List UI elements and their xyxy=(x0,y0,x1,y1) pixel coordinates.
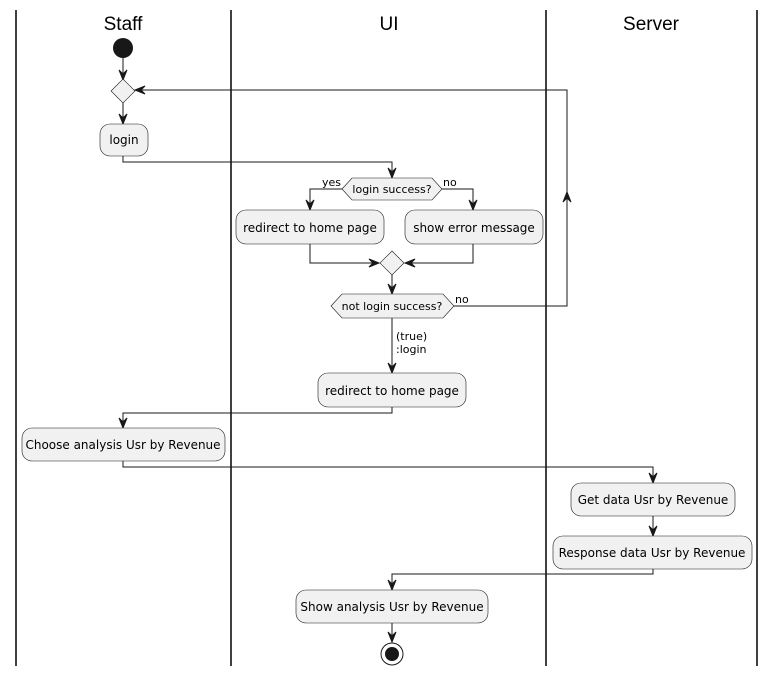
choose-analysis-label: Choose analysis Usr by Revenue xyxy=(25,438,220,452)
edge-label-yes: yes xyxy=(322,176,341,189)
lane-title-staff: Staff xyxy=(104,14,143,35)
lane-title-server: Server xyxy=(623,14,680,35)
start-node xyxy=(113,38,133,58)
login-success-label: login success? xyxy=(352,183,431,196)
response-data-label: Response data Usr by Revenue xyxy=(559,546,746,560)
not-login-success-label: not login success? xyxy=(342,300,443,313)
merge-diamond xyxy=(110,78,136,104)
end-node-inner xyxy=(385,647,399,661)
edge-label-no-1: no xyxy=(443,176,457,189)
get-data-label: Get data Usr by Revenue xyxy=(578,493,729,507)
merge-diamond-2 xyxy=(379,250,405,276)
show-error-label: show error message xyxy=(413,221,535,235)
edge-label-true: (true) xyxy=(396,330,427,343)
edge-label-login: :login xyxy=(396,343,427,356)
redirect-home-label-1: redirect to home page xyxy=(243,221,377,235)
redirect-home-label-2: redirect to home page xyxy=(325,384,459,398)
login-node xyxy=(99,123,149,157)
show-error-node xyxy=(404,209,544,245)
lane-title-ui: UI xyxy=(380,14,399,35)
show-analysis-label: Show analysis Usr by Revenue xyxy=(300,600,483,614)
edge-label-no-2: no xyxy=(455,293,469,306)
login-label: login xyxy=(109,133,138,147)
